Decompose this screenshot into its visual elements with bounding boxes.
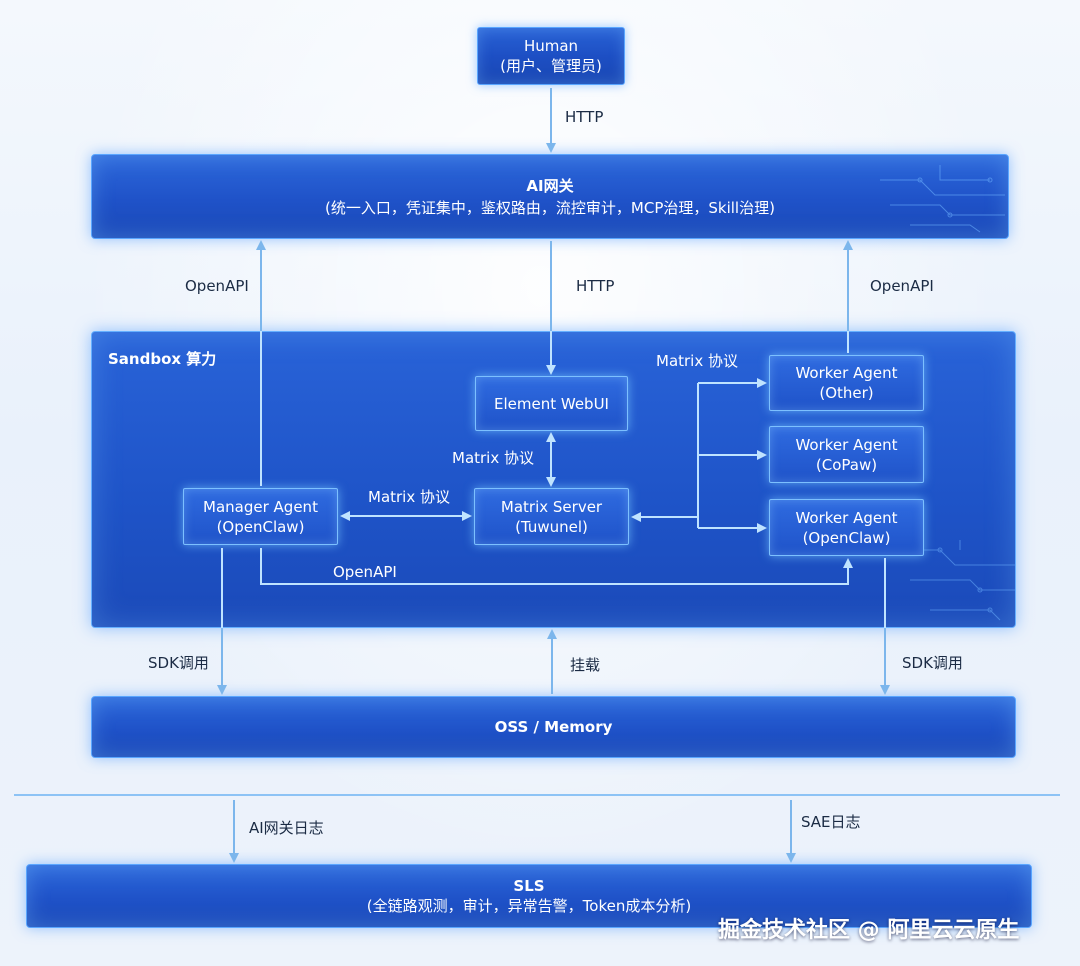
element-webui-label: Element WebUI [494,394,609,413]
ai-gateway-band: AI网关 (统一入口，凭证集中，鉴权路由，流控审计，MCP治理，Skill治理) [91,154,1009,239]
label-openapi-inner: OpenAPI [333,563,397,581]
worker-agent-other-label: Worker Agent [795,364,898,382]
manager-agent-label: Manager Agent [203,497,318,516]
sandbox-title: Sandbox 算力 [108,350,217,368]
label-openapi-right: OpenAPI [870,277,934,295]
label-ai-gateway-log: AI网关日志 [249,819,324,837]
manager-agent-node: Manager Agent (OpenClaw) [183,488,338,545]
human-label: Human [523,37,579,55]
section-divider [14,794,1060,796]
sls-title: SLS [513,877,545,895]
matrix-server-sub: (Tuwunel) [515,517,588,536]
label-openapi-left: OpenAPI [185,277,249,295]
label-mount: 挂载 [570,656,601,674]
matrix-server-node: Matrix Server (Tuwunel) [474,488,629,545]
ai-gateway-title: AI网关 [526,176,574,195]
worker-agent-openclaw-sub: (OpenClaw) [802,528,891,547]
oss-memory-band: OSS / Memory [91,696,1016,758]
human-box: Human (用户、管理员) [477,27,625,85]
label-sdk-left: SDK调用 [148,654,209,672]
worker-agent-other-node: Worker Agent (Other) [769,355,924,411]
label-matrix-mid: Matrix 协议 [452,449,534,467]
label-http-mid: HTTP [576,277,615,295]
sls-band: SLS (全链路观测，审计，异常告警，Token成本分析) [26,864,1032,928]
oss-memory-title: OSS / Memory [494,718,613,736]
element-webui-node: Element WebUI [475,376,628,431]
worker-agent-copaw-label: Worker Agent [795,435,898,454]
label-sae-log: SAE日志 [801,813,861,831]
label-matrix-left: Matrix 协议 [368,488,450,506]
worker-agent-openclaw-label: Worker Agent [795,508,898,527]
worker-agent-openclaw-node: Worker Agent (OpenClaw) [769,499,924,556]
worker-agent-other-sub: (Other) [819,384,874,402]
watermark-text: 掘金技术社区 @ 阿里云云原生 [718,918,1020,943]
label-matrix-top-right: Matrix 协议 [656,352,738,370]
human-role: (用户、管理员) [500,57,602,75]
manager-agent-sub: (OpenClaw) [216,517,305,536]
label-http-top: HTTP [565,108,604,126]
sls-subtitle: (全链路观测，审计，异常告警，Token成本分析) [366,897,692,915]
label-sdk-right: SDK调用 [902,654,963,672]
ai-gateway-subtitle: (统一入口，凭证集中，鉴权路由，流控审计，MCP治理，Skill治理) [325,198,775,217]
worker-agent-copaw-node: Worker Agent (CoPaw) [769,426,924,483]
worker-agent-copaw-sub: (CoPaw) [815,455,878,474]
matrix-server-label: Matrix Server [500,497,603,516]
